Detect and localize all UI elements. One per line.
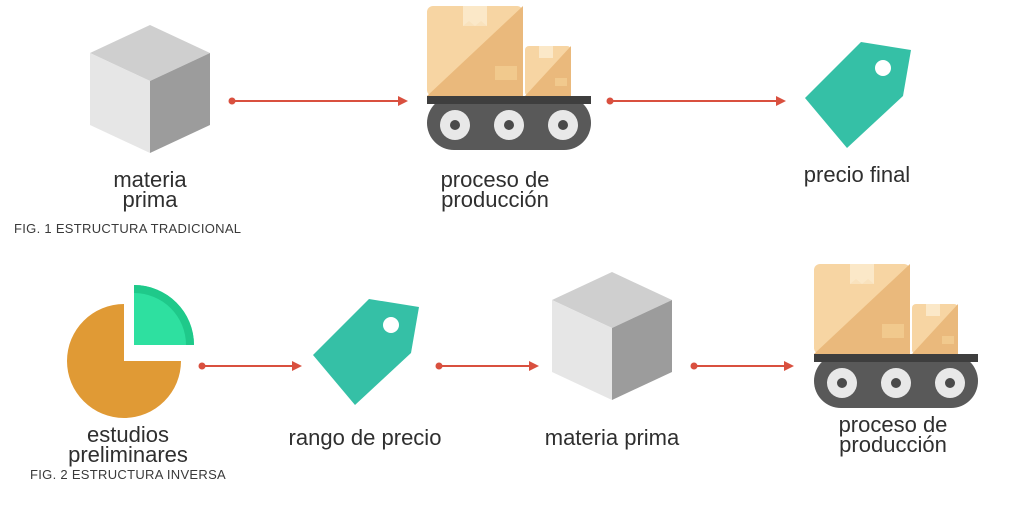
cube-icon xyxy=(90,25,210,153)
figure-caption: FIG. 2 ESTRUCTURA INVERSA xyxy=(30,467,227,482)
arrow-connector xyxy=(606,96,786,106)
arrow-connector xyxy=(435,361,539,371)
step-label-precio-final: precio final xyxy=(790,162,924,187)
step-label-estudios-preliminares: estudios preliminares xyxy=(58,422,198,467)
step-label-rango-de-precio: rango de precio xyxy=(275,425,455,450)
label-line-2: producción xyxy=(839,432,947,457)
label-line-1: materia xyxy=(113,167,187,192)
figure-caption: FIG. 1 ESTRUCTURA TRADICIONAL xyxy=(14,221,242,236)
conveyor-boxes-icon xyxy=(814,264,978,408)
label-line-1: rango de precio xyxy=(288,425,442,450)
step-label-materia-prima: materia prima xyxy=(522,425,702,450)
label-line-2: preliminares xyxy=(68,442,188,467)
arrow-connector xyxy=(228,96,408,106)
conveyor-boxes-icon xyxy=(427,6,591,150)
pie-chart-icon xyxy=(67,285,194,418)
price-tag-icon xyxy=(313,299,419,405)
label-line-1: proceso de xyxy=(440,167,550,192)
arrow-connector xyxy=(198,361,302,371)
cube-icon xyxy=(552,272,672,400)
price-tag-icon xyxy=(805,42,911,148)
step-label-proceso-de-produccion: proceso de producción xyxy=(818,412,968,457)
arrow-connector xyxy=(690,361,794,371)
label-line-1: precio final xyxy=(803,162,911,187)
step-label-materia-prima: materia prima xyxy=(90,167,210,212)
label-line-1: materia prima xyxy=(544,425,680,450)
step-label-proceso-de-produccion: proceso de producción xyxy=(420,167,570,212)
label-line-2: prima xyxy=(122,187,178,212)
label-line-1: proceso de xyxy=(838,412,948,437)
label-line-2: producción xyxy=(441,187,549,212)
label-line-1: estudios xyxy=(87,422,169,447)
